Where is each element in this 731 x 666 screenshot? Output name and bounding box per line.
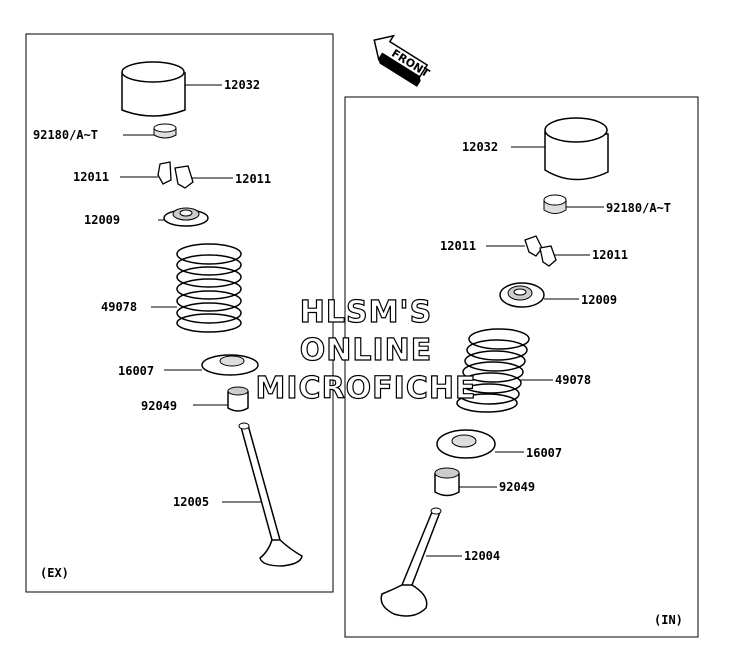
intake-tappet-label: 12032 [462,140,498,154]
exhaust-shim-label: 92180/A~T [33,128,98,142]
intake-stem-seal[interactable] [434,467,460,497]
intake-keepers[interactable] [524,235,557,267]
intake-tappet[interactable] [544,117,609,181]
exhaust-keeper-right-label: 12011 [235,172,271,186]
exhaust-spring-seat[interactable] [201,354,259,376]
exhaust-stem-seal[interactable] [227,386,249,412]
exhaust-tappet[interactable] [121,61,186,117]
exhaust-panel-frame [25,33,334,593]
exhaust-panel-tag: (EX) [40,566,69,580]
intake-spring-seat-label: 16007 [526,446,562,460]
exhaust-valve[interactable] [238,422,303,567]
intake-retainer-label: 12009 [581,293,617,307]
watermark-line-2: ONLINE [300,333,433,368]
intake-shim-label: 92180/A~T [606,201,671,215]
intake-keeper-left-label: 12011 [440,239,476,253]
exhaust-spring[interactable] [176,243,242,333]
watermark-line-1: HLSM'S [300,295,432,330]
front-arrow-icon: FRONT [373,34,432,87]
intake-keeper-right-label: 12011 [592,248,628,262]
intake-spring-label: 49078 [555,373,591,387]
exhaust-keepers[interactable] [157,161,194,189]
exhaust-retainer[interactable] [163,207,209,227]
exhaust-keeper-left-label: 12011 [73,170,109,184]
exhaust-valve-label: 12005 [173,495,209,509]
watermark: HLSM'S ONLINE MICROFICHE [255,294,477,406]
exhaust-shim[interactable] [153,123,177,139]
intake-shim[interactable] [543,194,567,214]
exhaust-stem-seal-label: 92049 [141,399,177,413]
watermark-line-3: MICROFICHE [256,371,477,406]
exhaust-tappet-label: 12032 [224,78,260,92]
intake-stem-seal-label: 92049 [499,480,535,494]
exhaust-retainer-label: 12009 [84,213,120,227]
intake-panel-tag: (IN) [654,613,683,627]
intake-spring-seat[interactable] [436,429,496,459]
exhaust-spring-label: 49078 [101,300,137,314]
intake-panel-frame [344,96,699,638]
intake-spring[interactable] [456,328,530,413]
exhaust-spring-seat-label: 16007 [118,364,154,378]
intake-retainer[interactable] [499,282,545,308]
intake-valve[interactable] [380,507,442,617]
intake-valve-label: 12004 [464,549,500,563]
